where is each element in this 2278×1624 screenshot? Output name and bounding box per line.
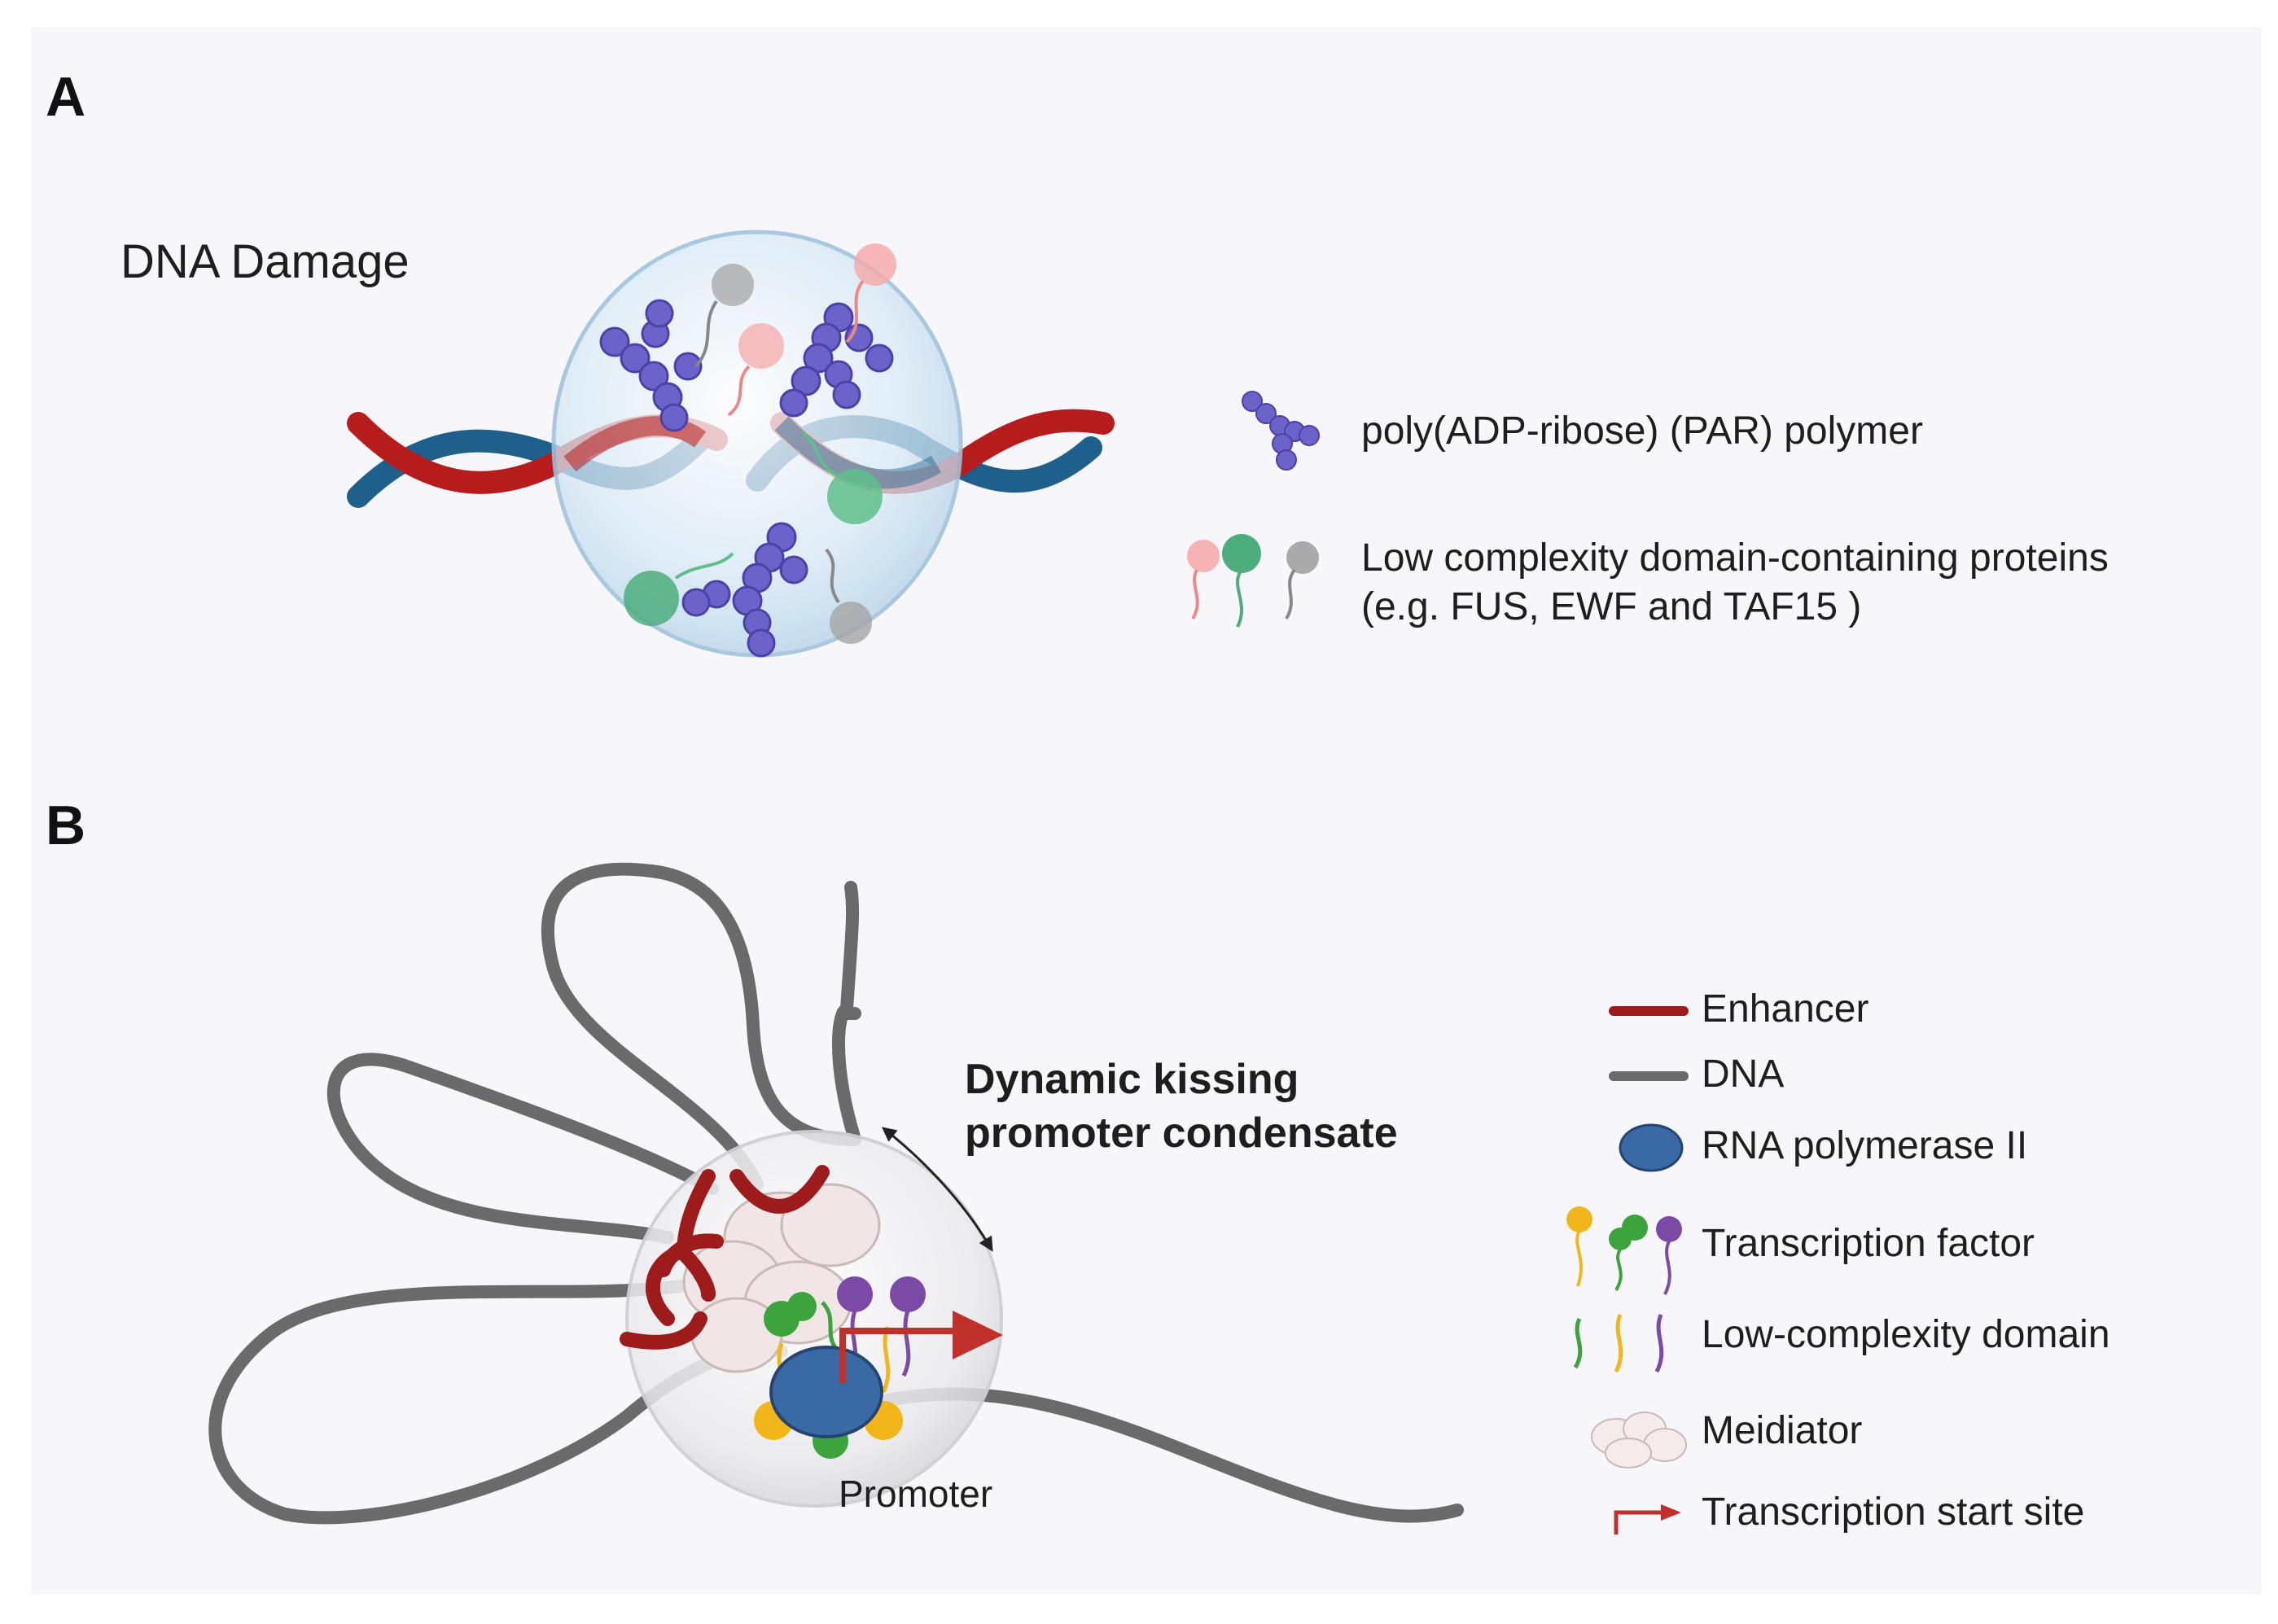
promoter-label: Promoter [839, 1473, 993, 1515]
rna-polymerase-icon [1619, 1123, 1684, 1172]
panel-a-title: DNA Damage [120, 235, 410, 288]
panel-a-label: A [46, 66, 86, 128]
figure-background [31, 28, 2262, 1594]
tss-arrow-icon [1614, 1504, 1681, 1534]
par-polymers [599, 299, 894, 658]
par-polymer-icon [1242, 391, 1320, 471]
legend-mediator-label: Meidiator [1702, 1409, 1863, 1452]
mediator-complex [682, 1183, 881, 1373]
legend-enhancer-label: Enhancer [1702, 987, 1869, 1031]
panel-b-label: B [46, 794, 86, 856]
panel-b-illustration [208, 862, 1464, 1525]
legend-par-polymer-label: poly(ADP-ribose) (PAR) polymer [1361, 409, 1923, 453]
panel-a-illustration [347, 230, 1115, 658]
transcription-factor-icon [1566, 1206, 1682, 1295]
legend-rna-polymerase-label: RNA polymerase II [1702, 1124, 2028, 1167]
lcd-proteins-in-droplet [624, 243, 896, 644]
enhancers [620, 1165, 830, 1350]
legend-dna-label: DNA [1702, 1053, 1785, 1096]
legend-lcd-label: Low-complexity domain [1702, 1313, 2110, 1356]
legend-transcription-factor-label: Transcription factor [1702, 1222, 2035, 1265]
mediator-icon [1591, 1412, 1687, 1469]
panel-b-title-line2: promoter condensate [965, 1110, 1398, 1157]
legend-tss-label: Transcription start site [1702, 1490, 2085, 1534]
rna-polymerase-ii [769, 1346, 883, 1438]
low-complexity-proteins-icon [1187, 534, 1319, 628]
kissing-double-arrow [881, 1127, 993, 1252]
legend-lcd-proteins-examples: (e.g. FUS, EWF and TAF15 ) [1361, 585, 1862, 628]
legend-lcd-proteins-label: Low complexity domain-containing protein… [1361, 536, 2109, 580]
tss-arrow [839, 1311, 1003, 1384]
panel-b-title-line1: Dynamic kissing [965, 1056, 1299, 1103]
low-complexity-domain-icon [1573, 1314, 1664, 1373]
